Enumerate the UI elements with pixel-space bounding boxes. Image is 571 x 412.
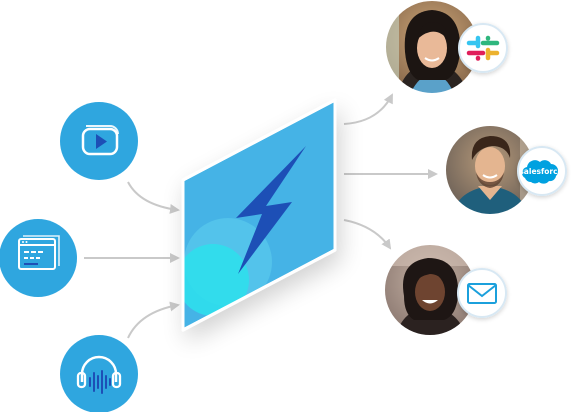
email-badge — [457, 268, 507, 318]
input-web — [0, 219, 77, 297]
input-audio — [60, 335, 138, 412]
video-play-icon — [81, 125, 119, 156]
headphones-icon — [76, 355, 122, 394]
output-email — [383, 243, 507, 337]
input-video — [60, 102, 138, 180]
slack-icon — [466, 35, 500, 61]
browser-window-icon — [18, 235, 60, 270]
salesforce-logo-text: salesforce — [519, 167, 562, 176]
output-slack — [384, 0, 508, 95]
lightning-bolt-icon — [236, 146, 306, 274]
arrow-video-to-hub — [127, 181, 180, 214]
person-avatar-2 — [445, 125, 535, 215]
hub-glow — [183, 218, 272, 316]
output-salesforce: salesforce — [444, 124, 567, 216]
salesforce-icon: salesforce — [519, 160, 563, 184]
slack-badge — [458, 23, 508, 73]
arrow-hub-to-email — [343, 219, 392, 250]
arrow-audio-to-hub — [127, 301, 180, 339]
envelope-icon — [467, 283, 497, 304]
input-audio-circle — [60, 335, 138, 412]
arrow-hub-to-slack — [343, 93, 393, 125]
